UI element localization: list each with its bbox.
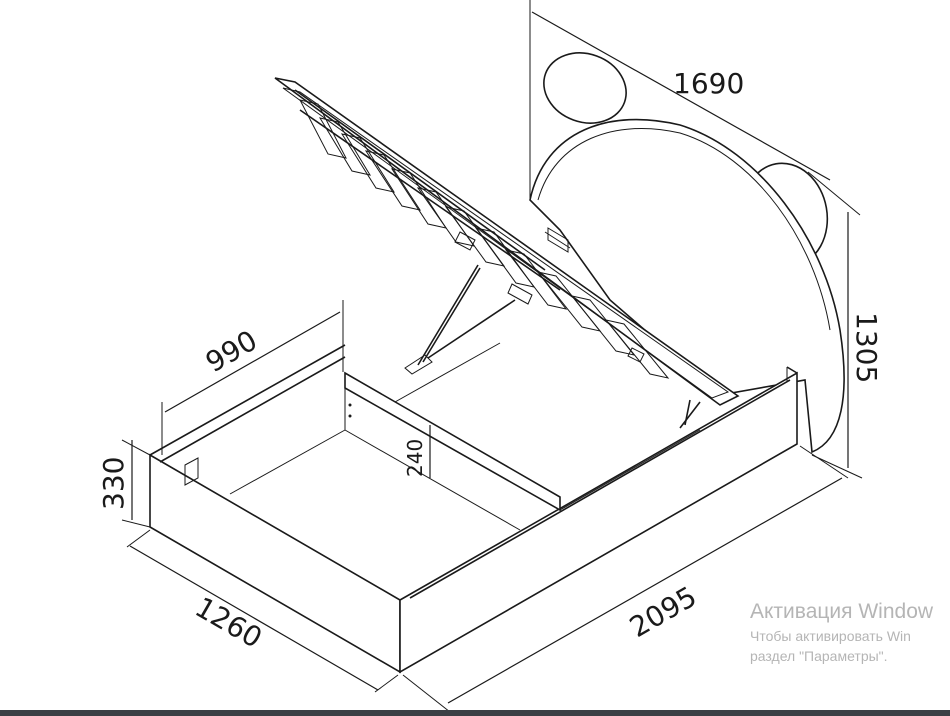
dim-label-1305: 1305 <box>850 312 883 383</box>
floor-line-1 <box>229 429 346 495</box>
box-back-edge-inner <box>159 356 346 463</box>
dim-label-1260: 1260 <box>190 590 268 654</box>
dim-headboard-width: 1690 <box>529 0 861 216</box>
dim-side-height: 330 <box>97 439 151 528</box>
frame-inner <box>282 87 730 399</box>
gas-lift-mechanism <box>404 264 701 429</box>
watermark-title: Активация Window <box>750 600 934 623</box>
floor-line-4 <box>559 429 701 511</box>
dim-divider-height: 240 <box>403 425 431 478</box>
headboard-face-edge <box>537 127 831 331</box>
headboard-face <box>529 118 845 454</box>
corner-bracket <box>184 457 199 486</box>
box-corner-edge <box>786 366 798 374</box>
box-long-inner-edge <box>409 379 791 599</box>
taskbar-strip <box>0 710 950 716</box>
windows-activation-watermark: Активация Window Чтобы активировать Win … <box>750 600 933 664</box>
dim-headboard-height: 1305 <box>811 212 883 479</box>
watermark-line-2: раздел "Параметры". <box>750 648 888 664</box>
dim-label-240: 240 <box>403 439 427 477</box>
center-divider <box>344 371 561 512</box>
box-long-panel <box>399 371 798 674</box>
headboard <box>529 52 845 454</box>
lifted-bed-frame <box>274 77 740 406</box>
dim-label-330: 330 <box>97 457 130 510</box>
box-front-panel <box>149 453 401 674</box>
floor-line-2 <box>344 429 521 531</box>
dim-label-1690: 1690 <box>673 67 744 100</box>
headboard-left-ear <box>543 52 627 124</box>
dim-lift-depth: 990 <box>161 300 344 455</box>
dim-label-990: 990 <box>200 324 263 379</box>
dim-label-2095: 2095 <box>624 580 702 644</box>
floor-line-3 <box>394 342 501 403</box>
watermark-line-1: Чтобы активировать Win <box>750 628 911 644</box>
box-back-edge <box>149 344 346 456</box>
